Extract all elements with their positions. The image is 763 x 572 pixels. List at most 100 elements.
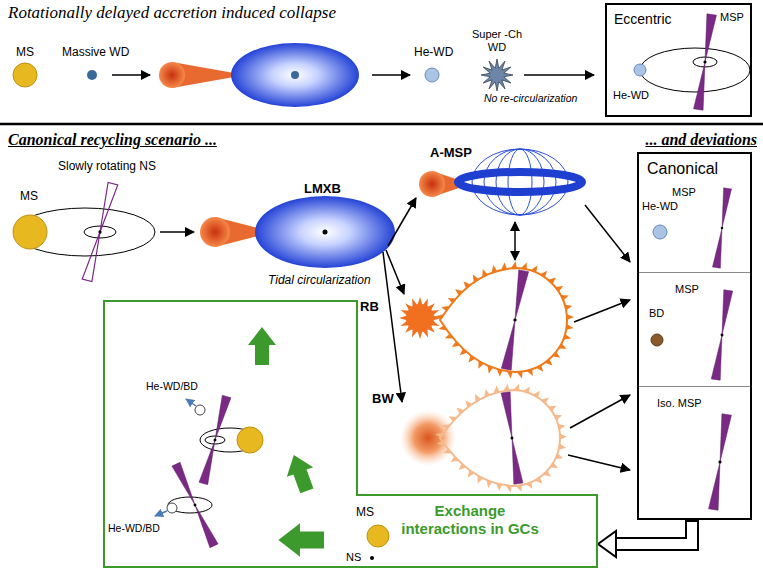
wind-spike: [435, 314, 444, 319]
flow-arrow: [112, 74, 150, 76]
figure-label: No re-circularization: [484, 92, 577, 104]
flow-arrow: [570, 395, 630, 428]
canonical-systems: [651, 334, 663, 346]
wind-spike: [559, 444, 567, 450]
figure-label: RB: [360, 300, 379, 315]
connector-fill: [615, 522, 692, 544]
redback: [399, 297, 441, 339]
connector-outline: [615, 520, 692, 544]
wind-spike: [503, 384, 509, 391]
redback: [399, 261, 574, 378]
transition-arrow: [514, 222, 516, 260]
exchange-systems: [155, 511, 167, 516]
wind-spike: [540, 271, 547, 278]
fan-arrow: [388, 198, 416, 246]
wind-spike: [473, 275, 479, 283]
wind-spike: [517, 372, 523, 379]
canonical-systems: [712, 188, 731, 268]
hollow-arrowhead: [598, 531, 616, 557]
outcome-box: EccentricMSPHe-WD: [605, 3, 752, 117]
wind-spike: [459, 464, 467, 471]
node-text: MSP: [672, 186, 696, 199]
exchange-systems: [248, 327, 276, 365]
flow-arrow: [568, 205, 630, 470]
figure-label: LMXB: [304, 182, 341, 197]
black-widow: [400, 384, 567, 493]
he-white-dwarf: [425, 68, 439, 82]
wind-spike: [452, 341, 460, 347]
outcome-panel: Iso. MSP: [639, 386, 750, 518]
flow-arrow: [568, 455, 630, 470]
wind-spike: [478, 361, 483, 369]
figure-label: NS: [346, 551, 361, 564]
figure-label: MS: [356, 506, 374, 520]
flow-arrow: [372, 74, 410, 76]
exchange-systems: [370, 556, 374, 560]
canonical-systems: [653, 225, 667, 239]
wind-spike: [566, 324, 573, 330]
wind-spike: [521, 262, 527, 269]
black-widow: [435, 384, 567, 493]
figure-label: MS: [20, 190, 38, 204]
wind-spike: [442, 424, 451, 429]
slow-ns-binary: [82, 182, 118, 281]
accreting-binary: [159, 62, 185, 88]
a-msp: [472, 149, 568, 215]
super-chandrasekhar-wd: [481, 59, 513, 91]
wind-spike: [468, 470, 474, 478]
flow-arrow: [524, 74, 594, 76]
he-white-dwarf: [425, 68, 439, 82]
wind-spike: [548, 406, 556, 412]
fan-arrow: [386, 250, 404, 294]
wind-spike: [531, 266, 538, 273]
wind-spike: [437, 441, 446, 446]
exchange-systems: [367, 525, 389, 547]
ms-star: [13, 63, 37, 87]
node-text: BD: [649, 307, 664, 320]
wind-spike: [555, 454, 563, 460]
wind-spike: [441, 306, 450, 311]
node-text: Iso. MSP: [657, 397, 702, 410]
wind-spike: [491, 265, 497, 273]
redback: [406, 304, 434, 332]
wind-spike: [448, 298, 456, 303]
wind-spike: [464, 281, 471, 288]
lmxb: [200, 217, 230, 247]
wind-spike: [501, 262, 507, 270]
exchange-systems: [168, 497, 212, 513]
outcome-panel: MSP BD: [639, 272, 750, 386]
wind-spike: [567, 314, 574, 320]
white-dwarf: [87, 70, 97, 80]
node-text: MSP: [675, 283, 699, 296]
accreting-binary: [231, 43, 359, 107]
wind-spike: [478, 476, 483, 484]
wind-spike: [443, 449, 452, 454]
flow-arrow: [574, 300, 630, 322]
figure-label: He-WD: [414, 46, 453, 60]
exchange-systems: [167, 503, 177, 513]
wind-spike: [487, 366, 493, 374]
wind-spike: [494, 386, 500, 394]
exchange-systems: [237, 427, 263, 453]
black-widow: [501, 392, 523, 484]
wind-spike: [536, 365, 543, 372]
wind-spike: [496, 483, 502, 491]
wind-spike: [469, 355, 476, 362]
wind-spike: [497, 369, 503, 377]
wind-spike: [526, 482, 533, 489]
wind-spike: [513, 384, 519, 391]
node-text: MSP: [720, 11, 744, 24]
wind-spike: [457, 408, 465, 414]
wind-spike: [460, 349, 467, 356]
redback: [440, 268, 567, 372]
wind-spike: [543, 471, 551, 477]
wind-spike: [450, 456, 458, 462]
exchange-systems: [172, 462, 218, 547]
figure-label: A-MSP: [430, 146, 472, 161]
a-msp: [472, 149, 568, 215]
wind-spike: [475, 394, 481, 402]
exchange-systems: [186, 399, 196, 406]
white-dwarf: [87, 70, 97, 80]
fan-arrow: [383, 252, 402, 402]
